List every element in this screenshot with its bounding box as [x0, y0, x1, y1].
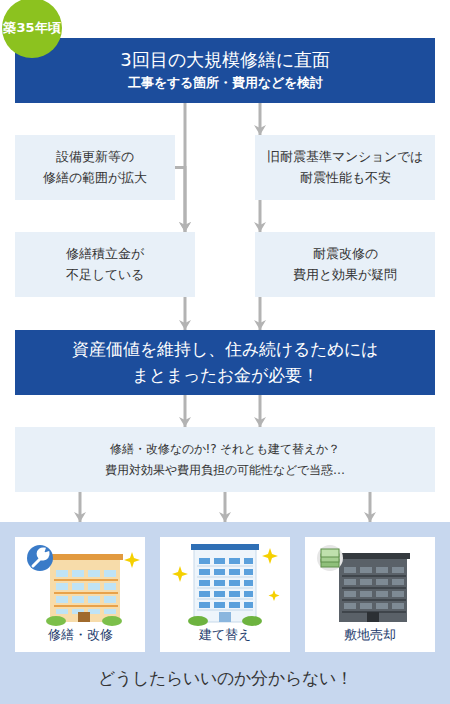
- box-text: 修繕積立金が 不足している: [35, 244, 175, 286]
- flow-arrow: [224, 492, 227, 522]
- option-card: 修繕・改修: [15, 537, 145, 652]
- box-text: 旧耐震基準マンションでは 耐震性能も不安: [263, 147, 427, 189]
- flow-arrow: [259, 297, 262, 330]
- conclusion-box: 資産価値を維持し、住み続けるためには まとまったお金が必要！: [15, 330, 435, 395]
- issue-box: 修繕積立金が 不足している: [15, 232, 195, 297]
- flow-arrow: [259, 395, 262, 427]
- flow-arrow: [259, 103, 262, 135]
- flow-arrow: [184, 395, 187, 427]
- flow-arrow: [184, 297, 187, 330]
- box-text: どうしたらいいのか分からない！: [98, 667, 353, 690]
- issue-box: 耐震改修の 費用と効果が疑問: [255, 232, 435, 297]
- box-text: 3回目の大規模修繕に直面: [120, 48, 329, 71]
- box-text: 敷地売却: [344, 626, 396, 644]
- issue-box: 設備更新等の 修繕の範囲が拡大: [15, 135, 175, 200]
- heading-box: 3回目の大規模修繕に直面工事をする箇所・費用などを検討: [15, 38, 435, 103]
- flow-arrow: [79, 492, 82, 522]
- flow-arrow: [259, 200, 262, 232]
- box-text: 修繕・改修: [48, 626, 113, 644]
- options-band: どうしたらいいのか分からない！ 修繕・改修 建て替え 敷地売却: [0, 522, 450, 704]
- option-card: 敷地売却: [305, 537, 435, 652]
- flow-arrow: [175, 168, 185, 233]
- box-text: 修繕・改修なのか!? それとも建て替えか？ 費用対効果や費用負担の可能性などで当…: [25, 439, 425, 480]
- year-badge: 築35年頃: [2, 0, 62, 58]
- box-text: 資産価値を維持し、住み続けるためには まとまったお金が必要！: [25, 337, 425, 388]
- issue-box: 旧耐震基準マンションでは 耐震性能も不安: [255, 135, 435, 200]
- box-text: 耐震改修の 費用と効果が疑問: [263, 244, 427, 286]
- option-card: 建て替え: [160, 537, 290, 652]
- box-text: 設備更新等の 修繕の範囲が拡大: [35, 147, 155, 189]
- flow-arrow: [369, 492, 372, 522]
- box-text: 工事をする箇所・費用などを検討: [128, 74, 323, 93]
- box-text: 建て替え: [199, 626, 251, 644]
- box-text: 築35年頃: [3, 19, 60, 37]
- question-box: 修繕・改修なのか!? それとも建て替えか？ 費用対効果や費用負担の可能性などで当…: [15, 427, 435, 492]
- flow-arrow: [184, 103, 187, 232]
